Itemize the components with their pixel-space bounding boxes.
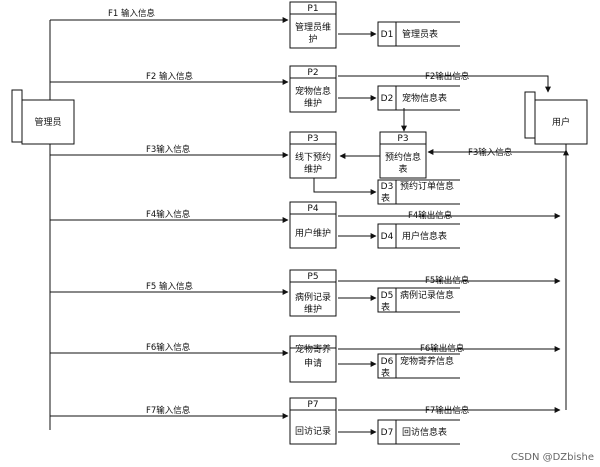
process-name-line: 回访记录 — [295, 426, 331, 437]
store-id: D1 — [381, 30, 394, 40]
process-id: P2 — [307, 68, 318, 78]
process-box-5 — [289, 269, 337, 317]
store-id: D5 — [381, 291, 394, 301]
store-name-wrap: 表 — [381, 367, 390, 379]
process-box-1 — [289, 1, 337, 49]
store-name: 回访信息表 — [402, 426, 447, 438]
watermark: CSDN @DZbishe — [511, 452, 594, 463]
process-name-line: 宠物信息 — [295, 85, 331, 97]
admin-entity-shadow — [11, 89, 23, 143]
store-name: 宠物信息表 — [402, 92, 447, 104]
store-name-wrap: 表 — [381, 301, 390, 313]
store-shape-6 — [377, 353, 460, 379]
process-box-7 — [289, 397, 337, 445]
store-id: D3 — [381, 182, 394, 192]
flow-label-input: F1 输入信息 — [108, 8, 155, 19]
user-entity-label: 用户 — [552, 116, 570, 128]
process-id: P5 — [307, 272, 318, 282]
store-name: 宠物寄养信息 — [400, 355, 454, 367]
store-shape-7 — [377, 419, 460, 445]
store-shape-2 — [377, 85, 460, 111]
process-name-line: 线下预约 — [295, 151, 331, 163]
process-box-3b — [379, 131, 427, 179]
process-name-line: 管理员维 — [295, 21, 331, 33]
store-name: 预约订单信息 — [400, 180, 454, 192]
flow-label-output: F4输出信息 — [408, 210, 453, 221]
admin-entity-box — [21, 99, 75, 145]
process-id: P3 — [397, 134, 408, 144]
flow-label-input: F2 输入信息 — [146, 71, 193, 82]
store-shape-5 — [377, 287, 460, 313]
process-box-3 — [289, 131, 337, 179]
process-name-line: 用户维护 — [295, 227, 331, 239]
flow-label-input: F5 输入信息 — [146, 281, 193, 292]
store-name: 管理员表 — [402, 28, 438, 40]
process-box-6 — [289, 335, 337, 383]
flow-label-output: F5输出信息 — [425, 275, 470, 286]
process-name-line: 预约信息 — [385, 151, 421, 163]
store-shape-1 — [377, 21, 460, 47]
process-id: P7 — [307, 400, 318, 410]
process-name-line: 维护 — [304, 163, 322, 175]
store-name: 病例记录信息 — [400, 289, 454, 301]
store-shape-3 — [377, 179, 460, 205]
flow-label-output: F2输出信息 — [425, 71, 470, 82]
store-id: D6 — [381, 357, 394, 367]
process-name-line: 病例记录 — [295, 291, 331, 303]
user-entity-shadow — [524, 91, 536, 139]
store-name: 用户信息表 — [402, 230, 447, 242]
flow-label-input: F6输入信息 — [146, 342, 191, 353]
flow-label-input: F7输入信息 — [146, 405, 191, 416]
flow-label-output: F7输出信息 — [425, 405, 470, 416]
process-name-line: 维护 — [304, 97, 322, 109]
process-id: P4 — [307, 204, 318, 214]
process-name-line: 护 — [308, 33, 317, 45]
process-id: P1 — [307, 4, 318, 14]
store-id: D4 — [381, 232, 394, 242]
flow-label-output: F6输出信息 — [420, 343, 465, 354]
process-box-4 — [289, 201, 337, 249]
flow-line-user-f3 — [427, 144, 567, 155]
flow-line-f2-out — [338, 75, 551, 93]
admin-entity-label: 管理员 — [34, 116, 61, 128]
store-shape-4 — [377, 223, 460, 249]
process-box-2 — [289, 65, 337, 113]
flow-label-input: F3输入信息 — [146, 144, 191, 155]
store-name-wrap: 表 — [381, 192, 390, 204]
store-id: D2 — [381, 94, 394, 104]
store-id: D7 — [381, 428, 394, 438]
user-entity-box — [534, 99, 588, 145]
flow-label-input: F4输入信息 — [146, 209, 191, 220]
flow-label-user-input: F3输入信息 — [468, 147, 513, 158]
process-name-line: 维护 — [304, 303, 322, 315]
process-name-line: 宠物寄养 — [295, 343, 331, 355]
process-id: P3 — [307, 134, 318, 144]
process-name-line: 表 — [398, 163, 407, 175]
process-name-line: 申请 — [304, 357, 322, 369]
